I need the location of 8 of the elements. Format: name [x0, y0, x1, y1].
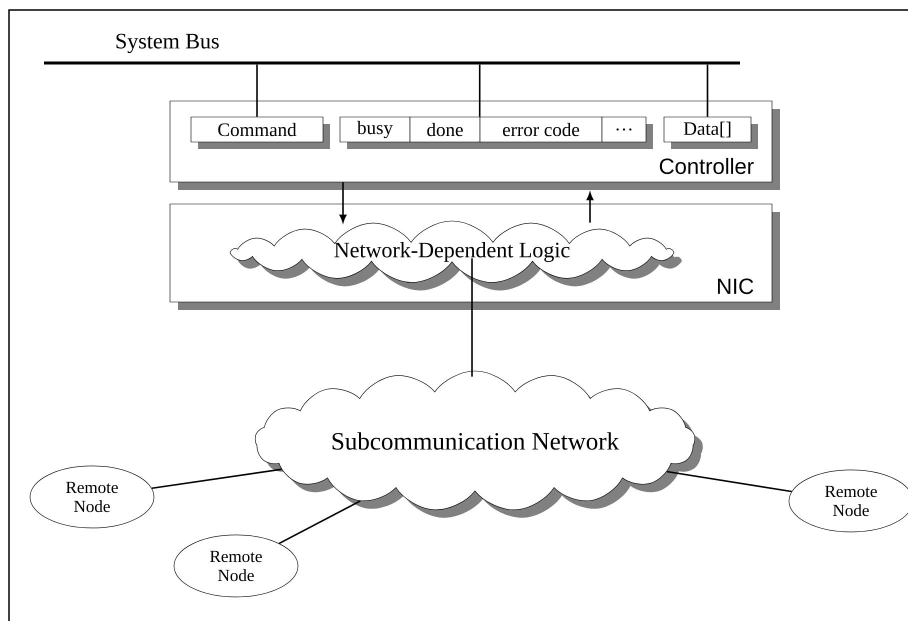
cloud: Subcommunication Network	[254, 370, 703, 518]
connector-line	[256, 64, 258, 117]
arrow	[340, 182, 346, 222]
connector-line	[152, 468, 282, 490]
connector-line	[706, 64, 708, 117]
bus-label: System Bus	[116, 34, 219, 54]
connector-line	[478, 64, 480, 117]
connector-line	[666, 470, 792, 492]
